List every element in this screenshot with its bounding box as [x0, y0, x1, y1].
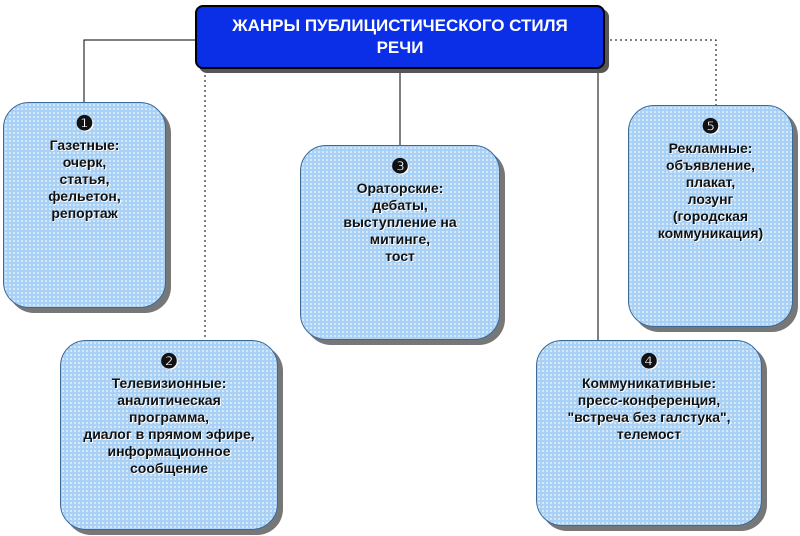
genre-item: очерк, [62, 154, 107, 170]
genre-item: коммуникация) [657, 225, 764, 241]
genre-number: ❷ [160, 351, 178, 373]
connector-genre-5 [605, 39, 717, 105]
genre-item: пресс-конференция, [577, 392, 721, 408]
genre-item: статья, [59, 171, 110, 187]
genre-item: (городская [672, 208, 749, 224]
genre-item: репортаж [51, 205, 118, 221]
genre-heading: Телевизионные: [111, 375, 227, 391]
genre-number: ❸ [391, 156, 409, 178]
genre-item: лозунг [687, 191, 734, 207]
genre-item: фельетон, [48, 188, 121, 204]
genre-box-advertising: ❺ Рекламные: объявление, плакат, лозунг … [628, 105, 793, 327]
genre-item: плакат, [685, 174, 736, 190]
genre-heading: Ораторские: [356, 180, 444, 196]
genre-number: ❶ [75, 113, 94, 135]
connector-genre-1 [83, 39, 195, 102]
genre-box-communicative: ❹ Коммуникативные: пресс-конференция, "в… [536, 340, 762, 526]
genre-item: выступление на [343, 214, 457, 230]
genre-box-television: ❷ Телевизионные: аналитическая программа… [60, 340, 278, 530]
genre-item: тост [385, 248, 415, 264]
genre-number: ❹ [640, 351, 658, 373]
genre-item: "встреча без галстука", [567, 409, 731, 425]
genre-heading: Коммуникативные: [581, 375, 716, 391]
genre-item: телемост [616, 426, 682, 442]
genre-box-oratorical: ❸ Ораторские: дебаты, выступление на мит… [300, 145, 500, 340]
genre-number: ❺ [701, 116, 720, 138]
genre-heading: Рекламные: [668, 140, 753, 156]
diagram-title: ЖАНРЫ ПУБЛИЦИСТИЧЕСКОГО СТИЛЯ РЕЧИ [195, 5, 605, 69]
genre-item: информационное [107, 443, 231, 459]
genre-item: аналитическая [117, 392, 221, 408]
genre-item: сообщение [130, 460, 208, 476]
genre-box-newspaper: ❶ Газетные: очерк, статья, фельетон, реп… [3, 102, 166, 308]
genre-heading: Газетные: [49, 137, 120, 153]
genre-item: программа, [129, 409, 209, 425]
genre-item: дебаты, [372, 197, 428, 213]
genre-item: диалог в прямом эфире, [83, 426, 255, 442]
genre-item: объявление, [665, 157, 756, 173]
genre-item: митинге, [369, 231, 431, 247]
